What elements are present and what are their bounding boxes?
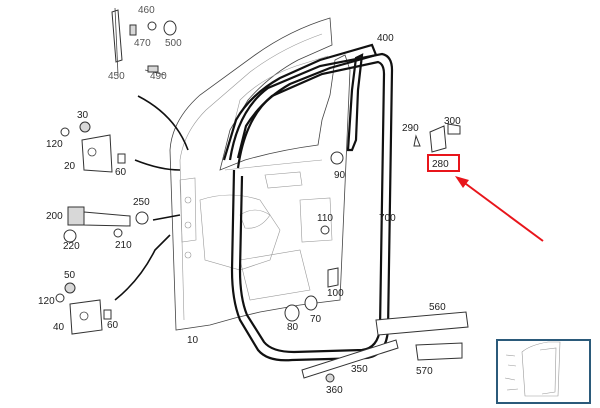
highlight-box [427,154,460,172]
door-shell [169,17,351,331]
callout-20: 20 [64,161,76,172]
upper-hinge [60,121,126,173]
leader-line [114,234,171,301]
callout-460: 460 [138,5,155,16]
callout-90: 90 [334,170,346,181]
trim-strip [375,311,469,336]
callout-220: 220 [63,241,80,252]
callout-50: 50 [64,270,76,281]
callout-210: 210 [115,240,132,251]
callout-120b: 120 [38,296,55,307]
thumbnail-inset[interactable] [496,339,591,404]
clip-part [327,267,339,288]
callout-300: 300 [444,116,461,127]
callout-400: 400 [377,33,394,44]
callout-30: 30 [77,110,89,121]
callout-700: 700 [379,213,396,224]
callout-70: 70 [310,314,322,325]
callout-350: 350 [351,364,368,375]
sill-clip [325,373,335,383]
leader-line [137,95,189,151]
callout-250: 250 [133,197,150,208]
callout-450: 450 [108,71,125,82]
bumper-part [304,295,318,311]
callout-290: 290 [402,123,419,134]
lower-hinge [55,282,112,335]
leader-line [152,214,181,221]
callout-560: 560 [429,302,446,313]
bumper-part [284,304,300,322]
callout-490: 490 [150,71,167,82]
striker-parts [413,123,461,153]
callout-40: 40 [53,322,65,333]
plug-part [320,225,330,235]
lock-rod-assembly [111,7,177,76]
callout-10: 10 [187,335,199,346]
callout-120: 120 [46,139,63,150]
callout-80: 80 [287,322,299,333]
trim-panel [415,342,463,361]
callout-500: 500 [165,38,182,49]
callout-570: 570 [416,366,433,377]
door-check [63,206,149,243]
callout-60: 60 [115,167,127,178]
callout-60b: 60 [107,320,119,331]
callout-labels: 460 470 500 490 450 400 30 120 20 60 290… [38,5,461,396]
red-arrow [455,176,544,242]
callout-110: 110 [317,213,333,224]
sill-strip [301,339,399,379]
callout-100: 100 [327,288,344,299]
callout-200: 200 [46,211,63,222]
leader-line [134,159,181,171]
callout-280: 280 [432,159,449,170]
plug-part [330,151,344,165]
callout-360: 360 [326,385,343,396]
callout-470: 470 [134,38,151,49]
